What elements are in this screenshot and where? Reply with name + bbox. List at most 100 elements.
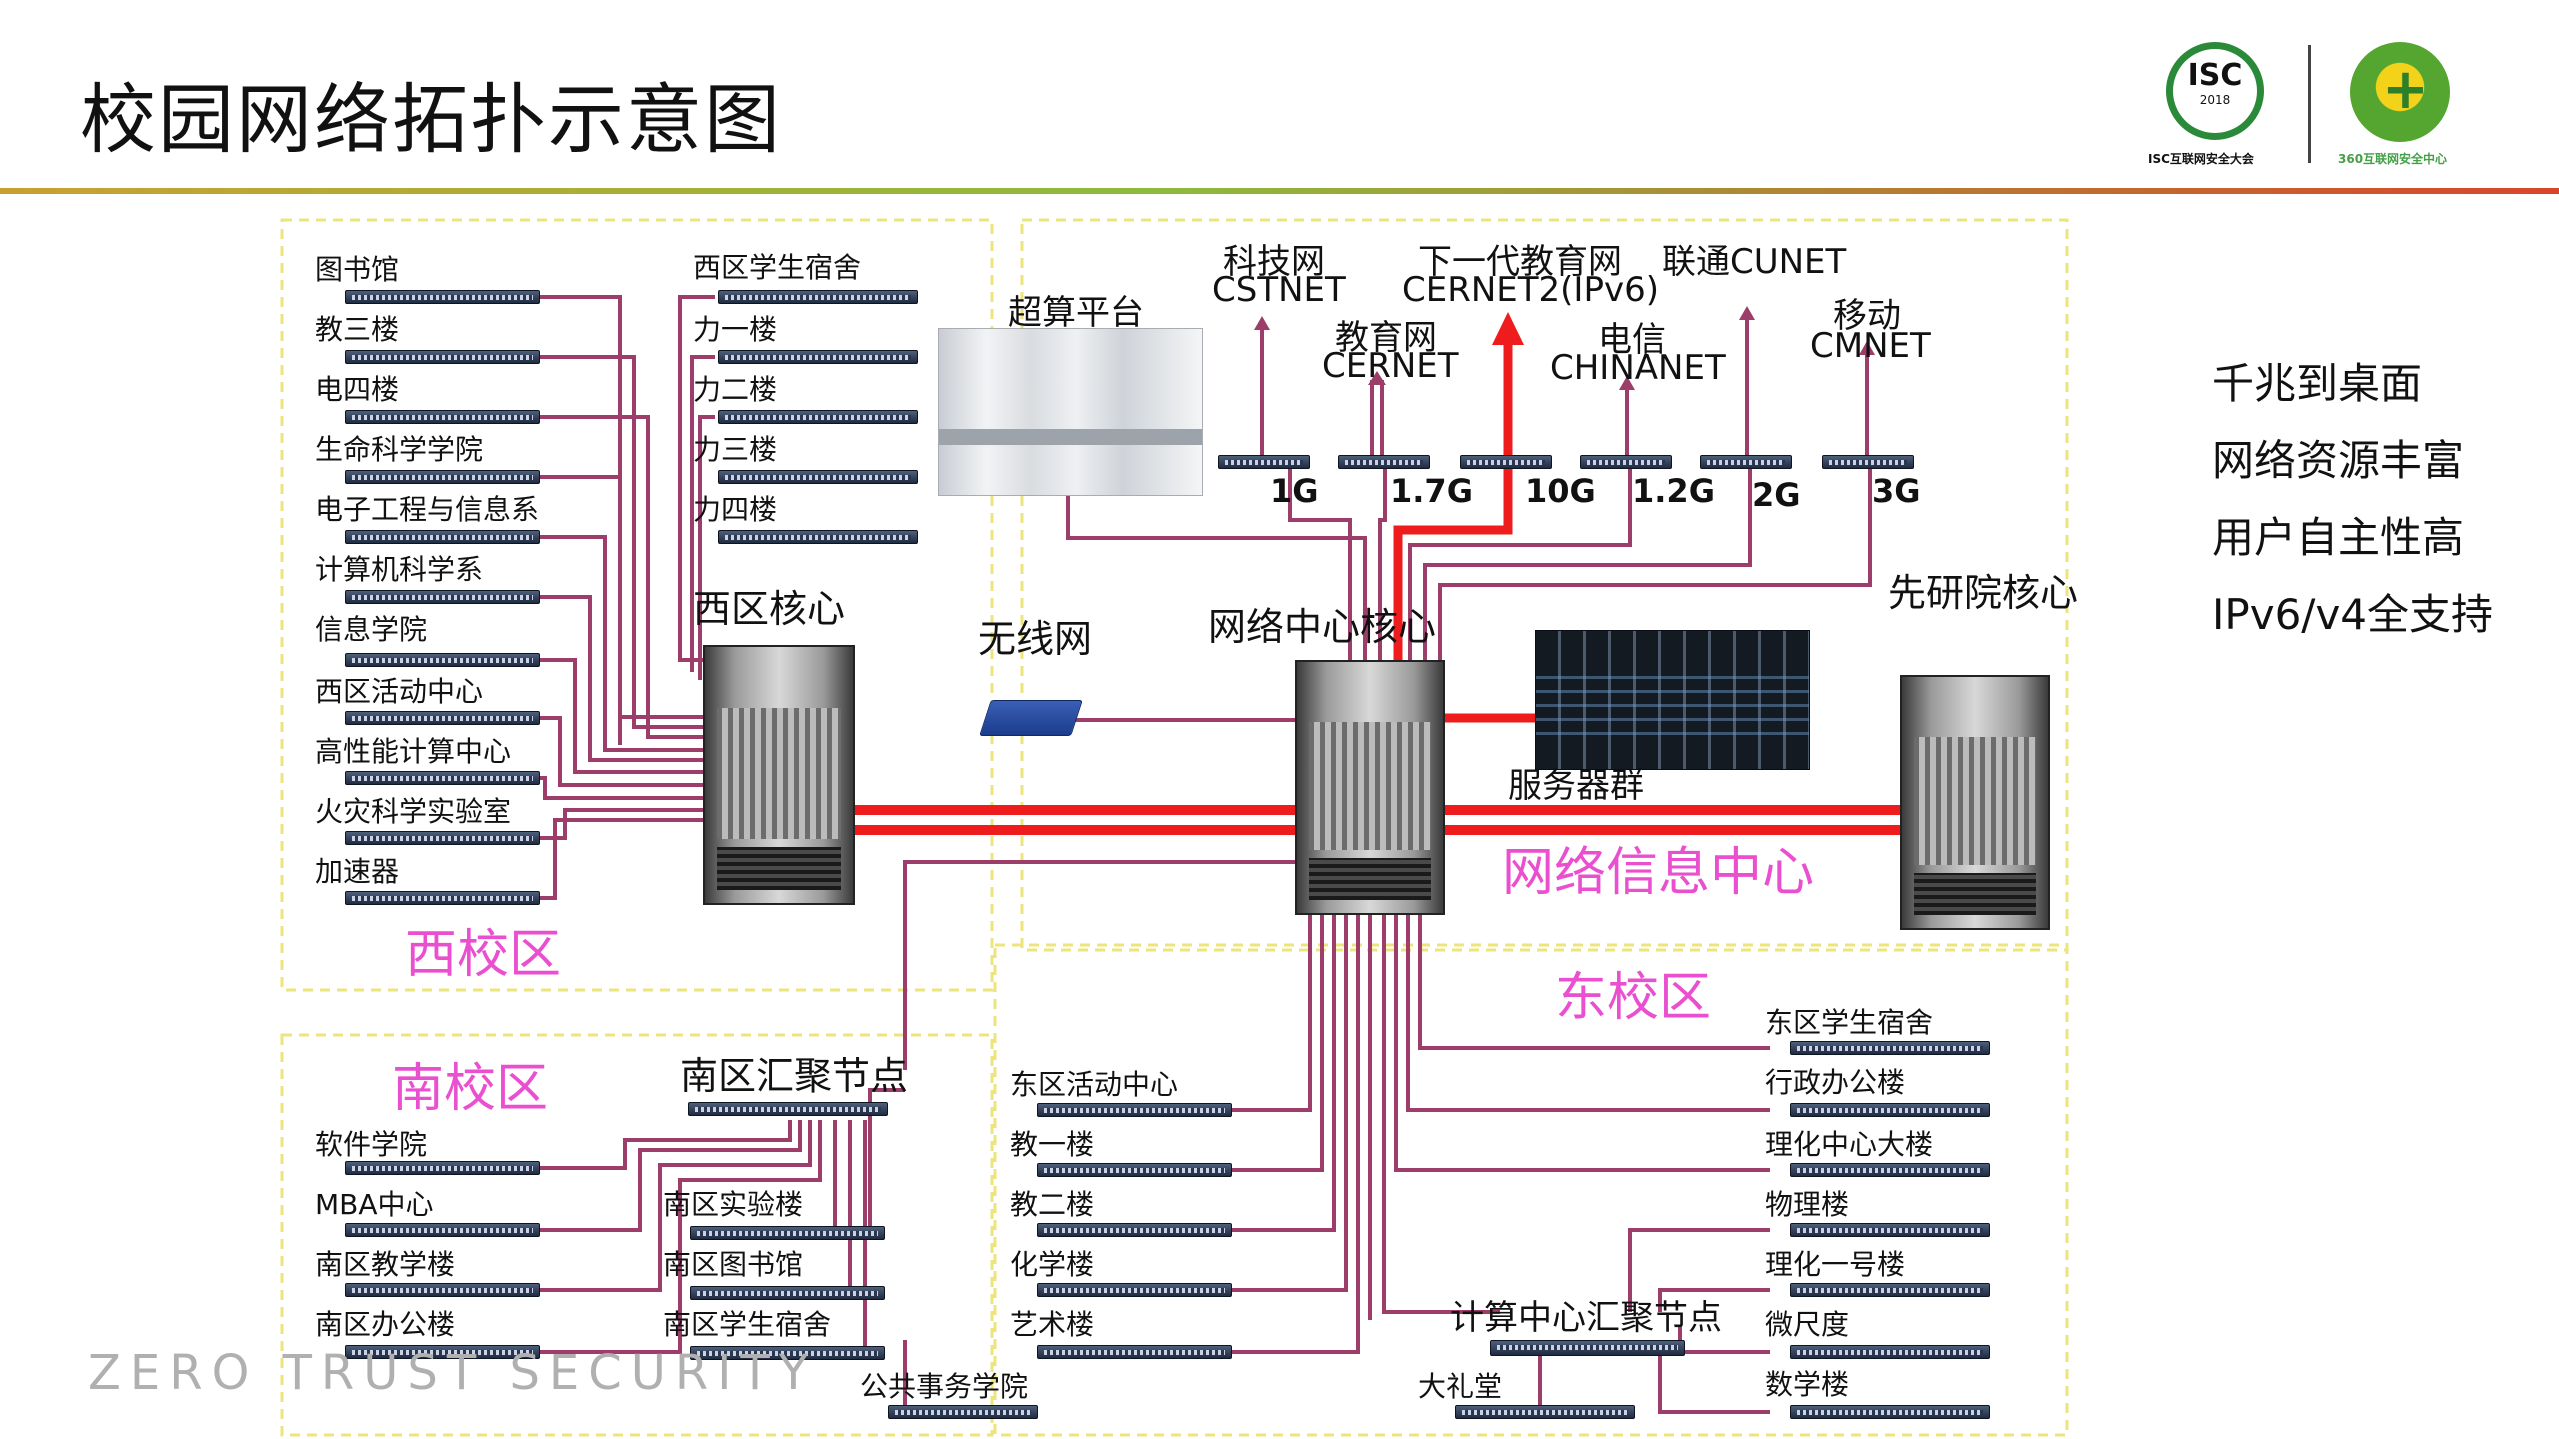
security-360-caption: 360互联网安全中心 [2338, 152, 2448, 166]
switch-west-8 [345, 711, 540, 725]
link-west-8 [540, 716, 705, 787]
link-south-3 [540, 1120, 812, 1292]
link-east-r2 [1406, 910, 1770, 1112]
link-isp-6 [1438, 468, 1872, 660]
edge-router-cunet [1700, 455, 1792, 469]
link-south-4 [540, 1120, 822, 1354]
link-isp-1 [1288, 468, 1352, 660]
isp-cernet-code: CERNET [1322, 346, 1459, 386]
west-building-3-label: 电四楼 [315, 373, 400, 406]
switch-li4 [718, 530, 918, 544]
switch-west-10 [345, 831, 540, 845]
east-r2-label: 行政办公楼 [1765, 1066, 1906, 1099]
switch-east-mid-3 [1037, 1223, 1232, 1237]
switch-li3 [718, 470, 918, 484]
switch-west-3 [345, 410, 540, 424]
switch-east-r5 [1790, 1283, 1990, 1297]
wireless-label: 无线网 [978, 617, 1093, 661]
switch-south-2 [345, 1223, 540, 1237]
isp-chinanet-code: CHINANET [1550, 348, 1726, 388]
speed-cernet: 1.7G [1390, 472, 1473, 510]
link-isp-4 [1408, 468, 1632, 660]
link-east-r7 [1658, 1340, 1770, 1414]
west-building-2-label: 教三楼 [315, 313, 400, 346]
switch-south-3 [345, 1283, 540, 1297]
li1-label: 力一楼 [693, 313, 778, 346]
link-west-7 [540, 658, 705, 774]
link-east-r4 [1628, 1228, 1770, 1312]
feature-1: 千兆到桌面 [2212, 359, 2423, 408]
link-south-8 [868, 1088, 905, 1230]
east-mid-5-label: 艺术楼 [1010, 1308, 1095, 1341]
link-west-6 [540, 595, 705, 762]
south-zone-label: 南校区 [392, 1059, 549, 1119]
south-dorm-label: 南区学生宿舍 [663, 1308, 832, 1341]
feature-2: 网络资源丰富 [2212, 436, 2465, 485]
link-south-1 [540, 1120, 792, 1170]
arrow-cernet [1368, 371, 1386, 385]
isc-logo-year: 2018 [2199, 93, 2231, 107]
isp-cernet-name: 教育网 [1335, 318, 1437, 358]
isc-caption: ISC互联网安全大会 [2148, 152, 2254, 166]
switch-east-mid-2 [1037, 1163, 1232, 1177]
east-r1-label: 东区学生宿舍 [1765, 1006, 1934, 1039]
west-building-5-label: 电子工程与信息系 [315, 493, 540, 526]
link-west-r2 [690, 355, 715, 672]
center-zone-border [1020, 218, 2069, 952]
east-r3-label: 理化中心大楼 [1765, 1128, 1934, 1161]
auditorium-label: 大礼堂 [1418, 1370, 1503, 1403]
west-building-11-label: 加速器 [315, 855, 400, 888]
edge-router-cmnet [1822, 455, 1914, 469]
east-mid-3-label: 教二楼 [1010, 1188, 1095, 1221]
arrow-cmnet [1859, 341, 1875, 355]
south-building-1-label: 软件学院 [315, 1128, 428, 1161]
li4-label: 力四楼 [693, 493, 778, 526]
center-zone-label: 网络信息中心 [1502, 843, 1815, 903]
arrow-cernet2 [1492, 312, 1524, 345]
west-building-9-label: 高性能计算中心 [315, 735, 512, 768]
feature-4: IPv6/v4全支持 [2212, 590, 2494, 639]
isc-logo-text: ISC [2187, 58, 2243, 93]
logo-separator [2308, 45, 2311, 163]
link-east-mid-4 [1232, 910, 1348, 1292]
link-west-9 [540, 776, 705, 800]
link-west-r3 [698, 415, 715, 680]
isc-logo: ISC 2018 [2166, 42, 2264, 140]
switch-auditorium [1455, 1405, 1635, 1419]
arrow-cstnet [1254, 316, 1270, 330]
switch-east-r7 [1790, 1405, 1990, 1419]
speed-cmnet: 3G [1872, 472, 1921, 510]
switch-south-agg [688, 1102, 888, 1116]
west-zone-border [280, 218, 994, 992]
server-farm-label: 服务器群 [1508, 766, 1644, 806]
switch-south-lab [690, 1226, 885, 1240]
speed-cernet2: 10G [1525, 472, 1596, 510]
server-farm [1535, 630, 1810, 770]
isp-cunet-label: 联通CUNET [1662, 242, 1847, 282]
edge-router-cstnet [1218, 455, 1310, 469]
link-east-mid-2 [1232, 910, 1324, 1172]
switch-west-5 [345, 530, 540, 544]
switch-south-1 [345, 1161, 540, 1175]
west-core-switch [703, 645, 855, 905]
switch-east-r2 [1790, 1103, 1990, 1117]
link-west-4 [540, 475, 622, 745]
switch-east-mid-4 [1037, 1283, 1232, 1297]
link-compute-up [1382, 910, 1500, 1314]
link-west-5 [540, 535, 705, 752]
link-isp-2 [1378, 468, 1387, 660]
isp-cstnet-name: 科技网 [1223, 242, 1325, 282]
switch-public-affairs [888, 1405, 1038, 1419]
link-supercomputer [1066, 490, 1367, 660]
compute-agg-label: 计算中心汇聚节点 [1450, 1298, 1722, 1338]
public-affairs-label: 公共事务学院 [860, 1370, 1029, 1403]
switch-li1 [718, 350, 918, 364]
isp-chinanet-name: 电信 [1598, 320, 1666, 360]
feature-3: 用户自主性高 [2212, 513, 2465, 562]
link-south-5 [833, 1120, 885, 1235]
east-r5-label: 理化一号楼 [1765, 1248, 1906, 1281]
advanced-core-switch [1900, 675, 2050, 930]
isp-cmnet-code: CMNET [1810, 326, 1931, 366]
watermark: ZERO TRUST SECURITY [88, 1345, 818, 1401]
